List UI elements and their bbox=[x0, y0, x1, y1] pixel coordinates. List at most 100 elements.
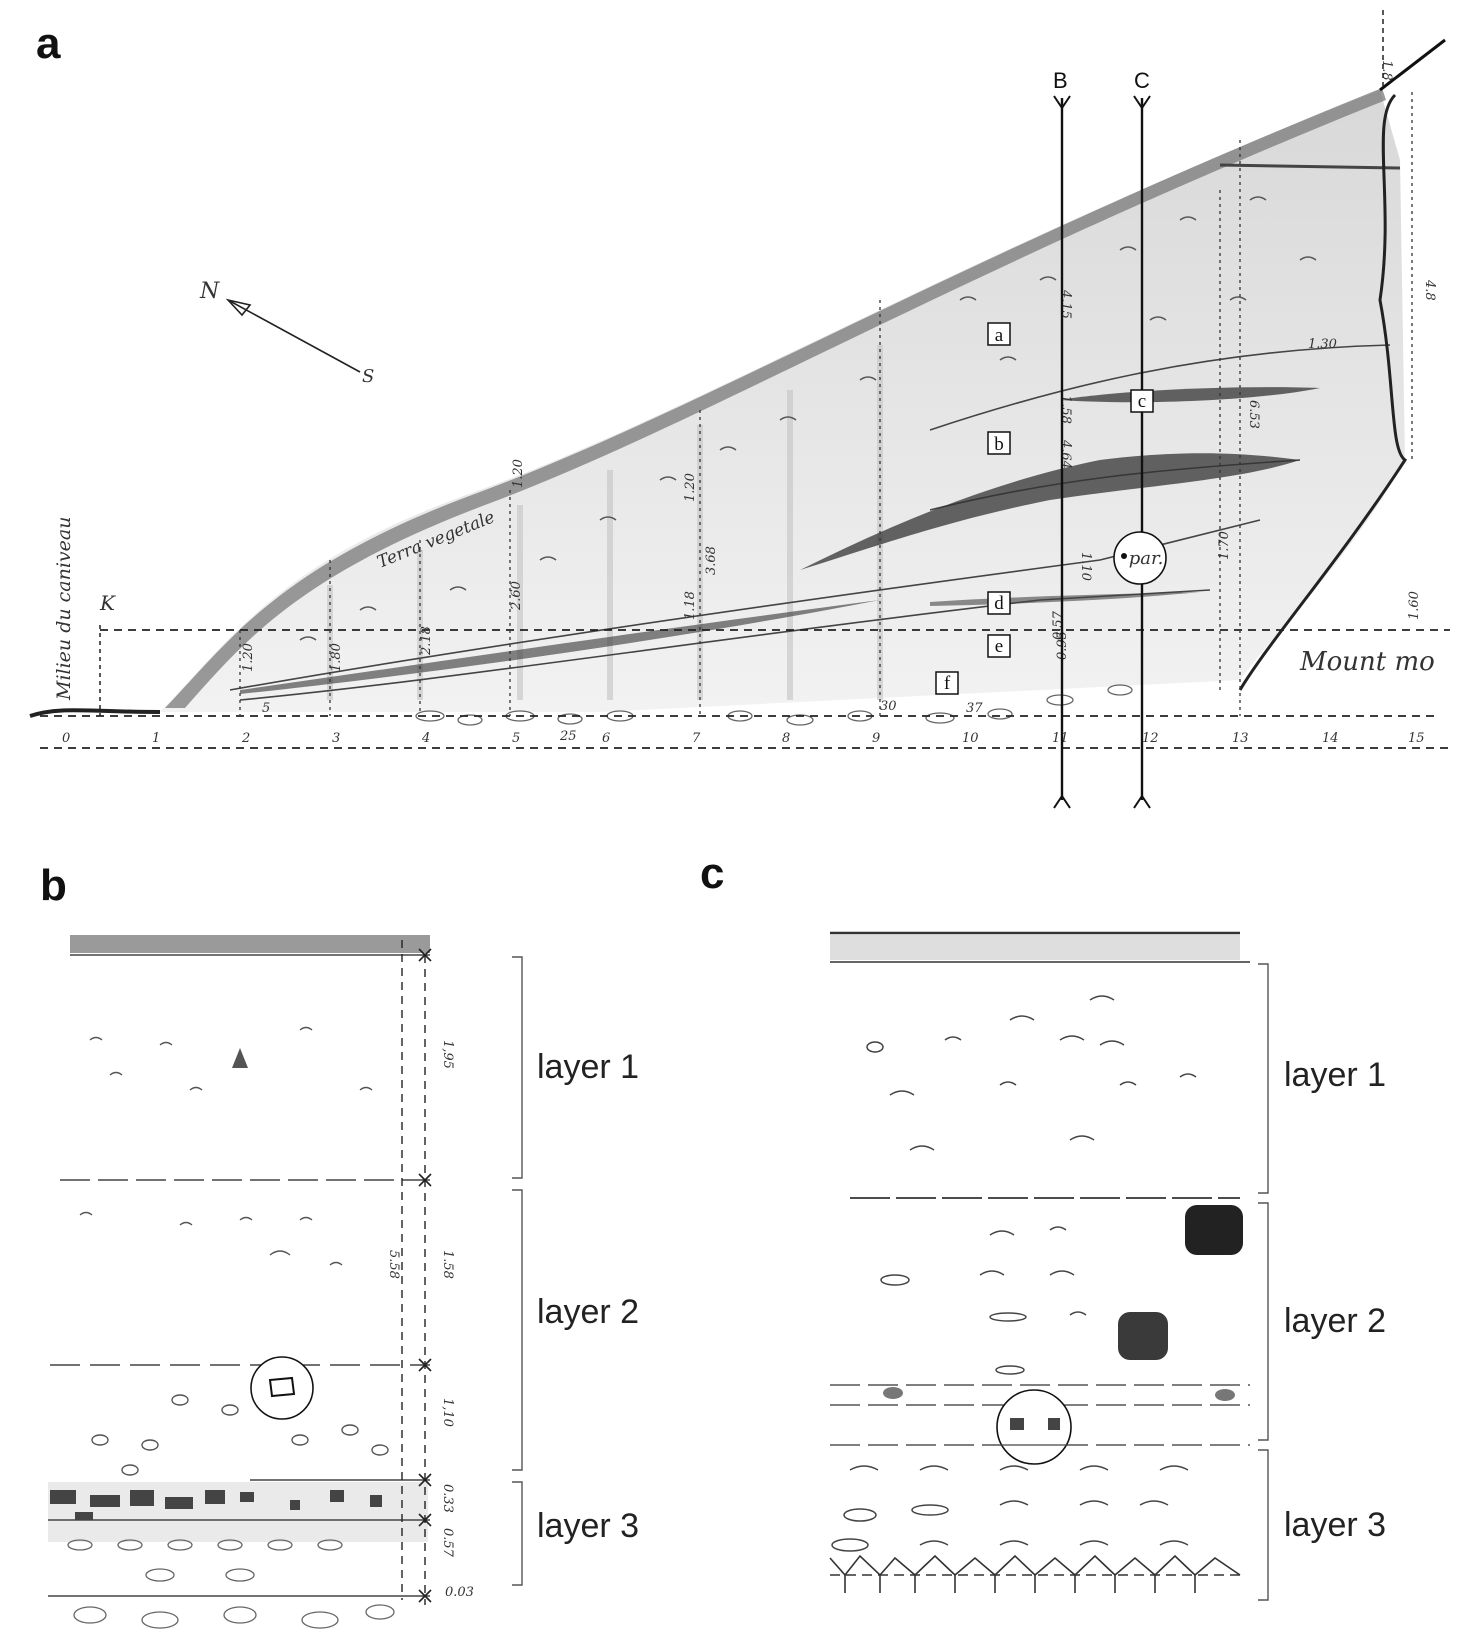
layer-box-a-label: a bbox=[995, 325, 1004, 346]
base-subtick: 30 bbox=[880, 699, 897, 714]
b-top-band bbox=[70, 935, 430, 953]
right-wall-stones bbox=[1238, 93, 1408, 691]
canal-edge bbox=[29, 708, 161, 718]
base-tick: 8 bbox=[782, 731, 790, 746]
c-dark-nodule bbox=[1118, 1312, 1168, 1360]
depth-label: 2.18 bbox=[419, 626, 434, 656]
base-tick: 14 bbox=[1322, 731, 1339, 746]
base-tick: 15 bbox=[1408, 731, 1425, 746]
b-find-circle bbox=[250, 1356, 314, 1420]
base-tick: 0 bbox=[62, 731, 70, 746]
dark-band-b bbox=[800, 453, 1300, 570]
layer-box-c-label: c bbox=[1138, 391, 1146, 412]
depth-label: 2.60 bbox=[509, 581, 524, 611]
depth-label: 1.8 bbox=[1379, 60, 1394, 81]
depth-label: 1.18 bbox=[683, 591, 698, 620]
depth-label: 1.60 bbox=[1407, 591, 1422, 620]
b-layer-3-label: layer 3 bbox=[537, 1507, 639, 1545]
base-subtick: 25 bbox=[559, 729, 577, 744]
base-tick: 12 bbox=[1142, 731, 1159, 746]
b-layer-brackets bbox=[512, 956, 523, 1586]
depth-label: 4.8 bbox=[1422, 279, 1437, 301]
b-coarse-stones bbox=[50, 1490, 382, 1520]
soil-profile-body bbox=[160, 90, 1405, 712]
b-layer-2-label: layer 2 bbox=[537, 1293, 639, 1331]
layer-box-f-label: f bbox=[944, 673, 951, 694]
layer-box-e: e bbox=[987, 634, 1011, 658]
b-measure-lines bbox=[401, 940, 426, 1605]
measure-verticals bbox=[239, 92, 1413, 716]
section-b-label: B bbox=[1053, 68, 1068, 93]
b-measure: 1,95 bbox=[440, 1040, 455, 1069]
top-right-edge bbox=[1379, 38, 1446, 92]
panel-b: b 1,95 1.58 1,10 0.33 bbox=[40, 861, 639, 1629]
depth-label: 1.20 bbox=[241, 643, 256, 672]
c-find-circle bbox=[996, 1389, 1072, 1465]
dark-band-e bbox=[240, 600, 880, 694]
base-tick: 9 bbox=[872, 731, 880, 746]
b-measure-marks bbox=[418, 948, 432, 1603]
b-measure: 5.58 bbox=[386, 1250, 401, 1279]
depth-label: 1.20 bbox=[683, 473, 698, 502]
depth-label: 3.68 bbox=[704, 546, 719, 575]
depth-label: 1.58 bbox=[1058, 395, 1073, 424]
section-c-label: C bbox=[1134, 68, 1150, 93]
panel-a-letter: a bbox=[36, 19, 61, 68]
k-label: K bbox=[99, 591, 116, 615]
depth-label: 6.53 bbox=[1246, 400, 1261, 429]
depth-label: 4.64 bbox=[1058, 439, 1073, 469]
section-line-b: B bbox=[1053, 68, 1071, 809]
depth-label: 1.20 bbox=[511, 459, 526, 488]
base-tick: 13 bbox=[1232, 731, 1249, 746]
depth-label: 1.10 bbox=[1078, 552, 1093, 581]
c-layer-3-label: layer 3 bbox=[1284, 1506, 1386, 1544]
panel-c: c bbox=[700, 849, 1386, 1601]
base-tick: 7 bbox=[692, 731, 701, 746]
b-measure: 0.33 bbox=[440, 1484, 455, 1513]
compass-icon: N S bbox=[199, 279, 374, 387]
c-base-stones bbox=[829, 1554, 1241, 1593]
base-subtick: 5 bbox=[262, 701, 270, 716]
par-circle: par. bbox=[1113, 531, 1167, 585]
section-line-c: C bbox=[1133, 68, 1151, 809]
panel-c-letter: c bbox=[700, 849, 724, 898]
b-stone-icon bbox=[232, 1048, 248, 1068]
base-subtick: 37 bbox=[966, 701, 983, 716]
par-circle-label: par. bbox=[1129, 548, 1164, 569]
stone-marks bbox=[299, 196, 1317, 641]
topsoil-band bbox=[165, 88, 1386, 708]
compass-s-label: S bbox=[362, 366, 374, 387]
layer-box-b: b bbox=[987, 431, 1011, 455]
layer-box-f: f bbox=[935, 671, 959, 695]
base-tick: 1 bbox=[152, 731, 160, 746]
b-base-pebbles bbox=[67, 1539, 395, 1629]
b-measure: 1.58 bbox=[440, 1250, 455, 1279]
compass-n-label: N bbox=[199, 279, 220, 304]
b-measure: 1,10 bbox=[440, 1398, 455, 1427]
reference-lines bbox=[40, 629, 1450, 749]
layer-box-c: c bbox=[1130, 389, 1154, 413]
base-ticks: 0 1 2 3 4 5 6 7 8 9 10 11 12 13 14 15 5 … bbox=[62, 699, 1425, 746]
depth-label: 4.15 bbox=[1058, 289, 1073, 319]
right-note: Mount mo bbox=[1299, 647, 1435, 677]
layer-box-d: d bbox=[987, 591, 1011, 615]
base-tick: 5 bbox=[512, 731, 520, 746]
layer-box-e-label: e bbox=[995, 636, 1003, 657]
layer-box-a: a bbox=[987, 322, 1011, 346]
base-tick: 11 bbox=[1052, 731, 1069, 746]
base-tick: 2 bbox=[241, 731, 250, 746]
panel-b-letter: b bbox=[40, 861, 67, 910]
base-tick: 4 bbox=[421, 731, 430, 746]
depth-label: 1.80 bbox=[329, 643, 344, 672]
c-pebbles bbox=[831, 995, 1197, 1552]
canal-label: Milieu du caniveau bbox=[53, 517, 75, 701]
c-boundaries bbox=[830, 931, 1250, 1576]
b-boundaries bbox=[48, 954, 430, 1597]
b-measure-labels: 1,95 1.58 1,10 0.33 0.57 0.03 5.58 bbox=[386, 1040, 474, 1600]
c-small-nodule bbox=[1215, 1389, 1235, 1401]
c-dark-nodule bbox=[1185, 1205, 1243, 1255]
depth-label: 1.30 bbox=[1308, 337, 1337, 352]
c-layer-brackets bbox=[1258, 963, 1269, 1601]
b-pebbles bbox=[79, 1026, 389, 1476]
